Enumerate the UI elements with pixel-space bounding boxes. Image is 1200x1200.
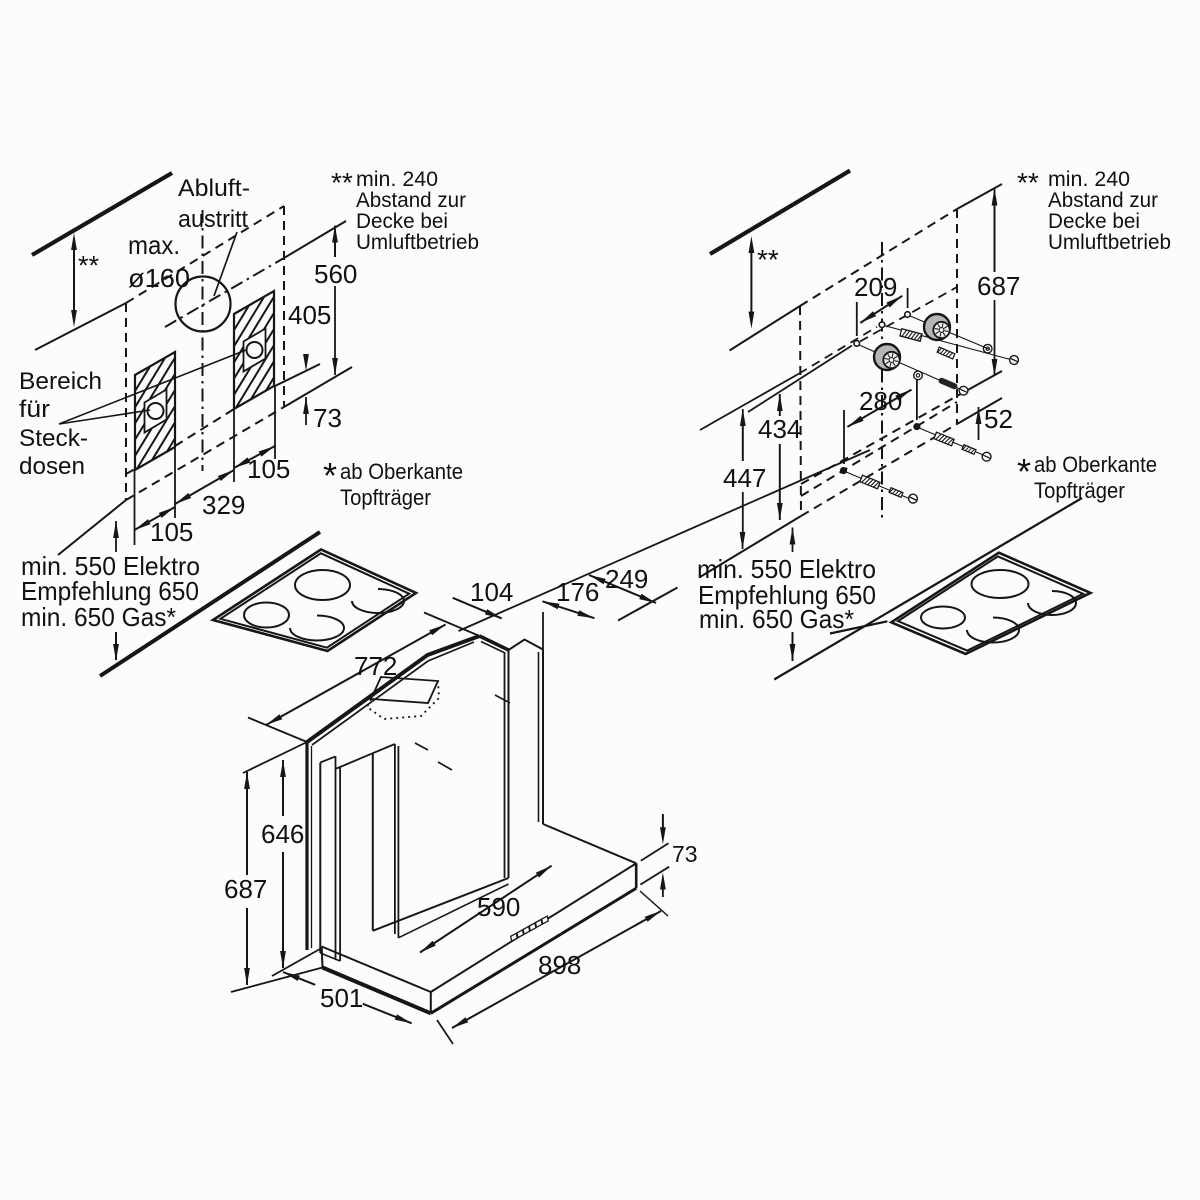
svg-text:447: 447 bbox=[723, 463, 766, 493]
svg-text:Abstand zur: Abstand zur bbox=[356, 189, 466, 212]
svg-text:Steck-: Steck- bbox=[19, 425, 88, 452]
svg-text:**: ** bbox=[78, 251, 100, 281]
svg-text:max.: max. bbox=[128, 230, 180, 260]
svg-text:min. 550 Elektro: min. 550 Elektro bbox=[697, 554, 876, 584]
svg-text:560: 560 bbox=[314, 259, 357, 289]
svg-text:249: 249 bbox=[605, 564, 648, 594]
svg-text:646: 646 bbox=[261, 819, 304, 849]
svg-text:austritt: austritt bbox=[178, 206, 248, 233]
svg-text:176: 176 bbox=[556, 577, 599, 607]
svg-text:Topfträger: Topfträger bbox=[340, 485, 431, 510]
svg-text:ab Oberkante: ab Oberkante bbox=[1034, 452, 1157, 477]
svg-text:dosen: dosen bbox=[19, 453, 85, 480]
svg-text:Empfehlung 650: Empfehlung 650 bbox=[21, 576, 199, 606]
svg-text:73: 73 bbox=[313, 403, 342, 433]
svg-text:*: * bbox=[323, 455, 337, 496]
svg-text:209: 209 bbox=[854, 272, 897, 302]
svg-text:52: 52 bbox=[984, 404, 1013, 434]
svg-text:73: 73 bbox=[672, 841, 698, 867]
svg-text:Bereich: Bereich bbox=[19, 368, 102, 395]
svg-text:min. 650 Gas*: min. 650 Gas* bbox=[21, 602, 176, 632]
svg-text:**: ** bbox=[1017, 167, 1039, 198]
svg-text:min. 240: min. 240 bbox=[1048, 168, 1130, 191]
svg-text:590: 590 bbox=[477, 892, 520, 922]
svg-text:Umluftbetrieb: Umluftbetrieb bbox=[1048, 231, 1171, 254]
svg-text:898: 898 bbox=[538, 950, 581, 980]
svg-text:min. 240: min. 240 bbox=[356, 168, 438, 191]
svg-text:687: 687 bbox=[977, 271, 1020, 301]
svg-text:min. 650 Gas*: min. 650 Gas* bbox=[699, 604, 854, 634]
svg-text:Umluftbetrieb: Umluftbetrieb bbox=[356, 231, 479, 254]
svg-text:Abstand zur: Abstand zur bbox=[1048, 189, 1158, 212]
svg-text:104: 104 bbox=[470, 577, 513, 607]
svg-text:Abluft-: Abluft- bbox=[178, 175, 250, 202]
svg-text:**: ** bbox=[757, 244, 779, 275]
svg-text:*: * bbox=[1017, 451, 1031, 492]
svg-text:280: 280 bbox=[859, 386, 902, 416]
svg-text:434: 434 bbox=[758, 414, 801, 444]
svg-text:ab Oberkante: ab Oberkante bbox=[340, 459, 463, 484]
svg-text:Decke bei: Decke bei bbox=[1048, 210, 1140, 233]
svg-text:105: 105 bbox=[150, 517, 193, 547]
svg-text:105: 105 bbox=[247, 454, 290, 484]
svg-text:501: 501 bbox=[320, 983, 363, 1013]
svg-text:min. 550 Elektro: min. 550 Elektro bbox=[21, 551, 200, 581]
svg-text:ø160: ø160 bbox=[128, 263, 190, 293]
svg-text:687: 687 bbox=[224, 874, 267, 904]
svg-text:**: ** bbox=[331, 167, 353, 198]
svg-text:für: für bbox=[19, 396, 50, 423]
svg-text:Decke bei: Decke bei bbox=[356, 210, 448, 233]
svg-text:405: 405 bbox=[288, 300, 331, 330]
svg-text:Empfehlung 650: Empfehlung 650 bbox=[698, 580, 876, 610]
svg-text:329: 329 bbox=[202, 490, 245, 520]
svg-text:772: 772 bbox=[354, 651, 397, 681]
